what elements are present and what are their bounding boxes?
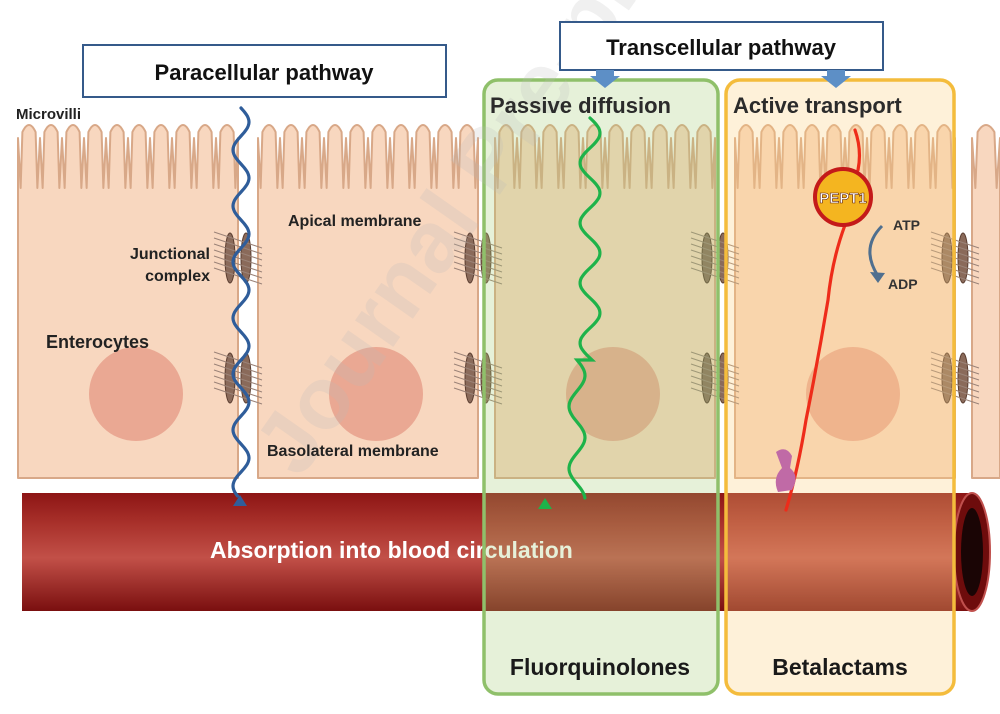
microvilli-label: Microvilli [16, 106, 81, 123]
pept1-label: PEPT1 [819, 190, 867, 207]
junction-icon [213, 231, 263, 285]
passive-diffusion-route [567, 116, 602, 500]
pept1-transporter: PEPT1 [813, 167, 873, 227]
adp-label: ADP [888, 276, 918, 292]
transcellular-arrow-left-icon [590, 70, 620, 88]
enterocyte-cell [734, 124, 956, 479]
basolateral-membrane-label: Basolateral membrane [267, 443, 439, 460]
atp-label: ATP [893, 217, 920, 233]
cell-nucleus [89, 347, 183, 441]
enterocyte-cell [971, 124, 1000, 479]
paracellular-arrowhead-icon [233, 495, 247, 506]
paracellular-route [231, 106, 251, 498]
passive-arrowhead-icon [538, 498, 552, 509]
cell-nucleus [806, 347, 900, 441]
enterocytes-label: Enterocytes [46, 332, 149, 352]
basolateral-transporter-icon [775, 449, 796, 492]
apical-membrane-label: Apical membrane [288, 213, 421, 230]
transcellular-header: Transcellular pathway [559, 21, 884, 88]
cell-nucleus [329, 347, 423, 441]
junctional-complex-label-line1: Junctional [130, 246, 210, 263]
passive-diffusion-title: Passive diffusion [490, 93, 671, 118]
paracellular-header: Paracellular pathway [82, 44, 447, 98]
enterocyte-layer [17, 124, 1000, 479]
blood-vessel: Absorption into blood circulation [22, 492, 991, 612]
absorption-label: Absorption into blood circulation [210, 537, 573, 563]
paracellular-title: Paracellular pathway [155, 60, 375, 85]
active-transport-title: Active transport [733, 93, 902, 118]
atp-adp-arrow [868, 224, 884, 277]
transcellular-arrow-right-icon [821, 70, 851, 88]
fluorquinolones-label: Fluorquinolones [510, 654, 690, 680]
transcellular-title: Transcellular pathway [606, 35, 837, 60]
junctional-complex-label-line2: complex [145, 268, 210, 285]
active-transport-route [784, 128, 862, 512]
betalactams-label: Betalactams [772, 654, 908, 680]
enterocyte-cell [257, 124, 479, 479]
atp-adp-arrowhead-icon [870, 272, 885, 283]
enterocyte-cell [494, 124, 716, 479]
enterocyte-cell [17, 124, 239, 479]
cell-nucleus [566, 347, 660, 441]
